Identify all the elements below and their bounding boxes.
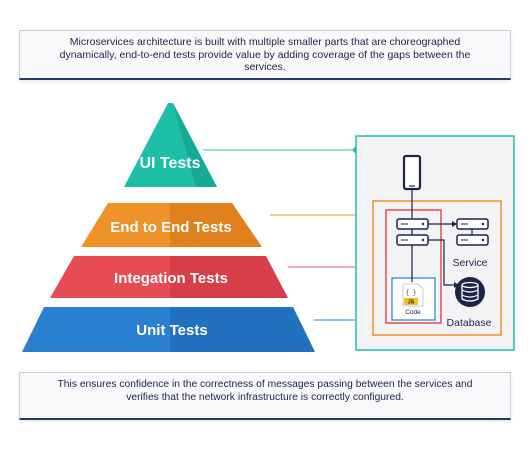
- top-caption-line: Microservices architecture is built with…: [69, 36, 461, 48]
- tier-label-integration: Integation Tests: [114, 270, 228, 287]
- bottom-caption-line: verifies that the network infrastructure…: [126, 391, 404, 403]
- pyramid-tier-end-to-end: End to End Tests: [81, 203, 262, 247]
- database-icon: [455, 277, 485, 307]
- architecture-panel: Service Database { } JS Code: [355, 135, 515, 351]
- integration-boundary: [385, 209, 442, 324]
- pyramid-tier-unit: Unit Tests: [22, 307, 315, 352]
- code-braces: { }: [406, 289, 417, 296]
- js-code-file-icon: { } JS: [402, 283, 424, 307]
- database-label: Database: [447, 317, 492, 329]
- code-label: Code: [405, 309, 421, 316]
- top-caption-box: Microservices architecture is built with…: [19, 30, 511, 80]
- service-label: Service: [452, 257, 487, 269]
- pyramid-tier-ui: UI Tests: [124, 103, 217, 187]
- bottom-caption-box: This ensures confidence in the correctne…: [19, 372, 511, 420]
- code-lang: JS: [408, 300, 415, 306]
- tier-label-unit: Unit Tests: [136, 322, 207, 339]
- pyramid-tier-integration: Integation Tests: [50, 256, 288, 298]
- end-to-end-boundary: [372, 200, 502, 336]
- top-caption-line: services.: [244, 61, 286, 73]
- top-caption-line: dynamically, end-to-end tests provide va…: [59, 48, 471, 61]
- tier-label-end-to-end: End to End Tests: [110, 219, 231, 236]
- tier-label-ui: UI Tests: [139, 155, 200, 172]
- service-server-icon: [456, 218, 489, 246]
- bottom-caption-line: This ensures confidence in the correctne…: [57, 379, 473, 390]
- mobile-phone-icon: [402, 154, 422, 191]
